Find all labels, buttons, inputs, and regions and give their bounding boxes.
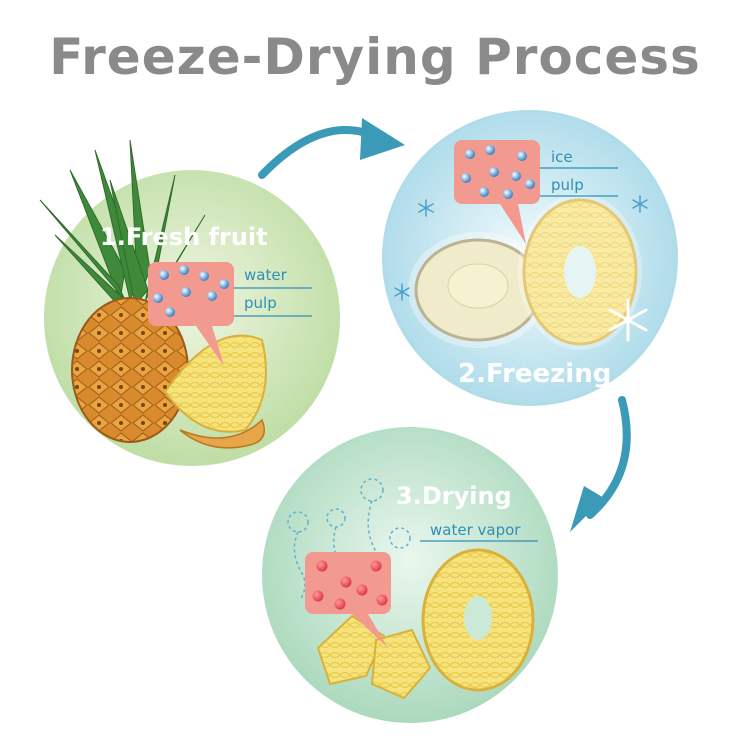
water-pulp-box-pointer: [196, 326, 224, 366]
stage-3-label: 3.Drying: [396, 482, 512, 510]
stage-2-freezing: ice pulp 2.Freezing: [382, 110, 678, 406]
annotation-ice: ice: [551, 148, 573, 166]
ring-hole: [564, 246, 596, 298]
annotation-water: water: [244, 266, 288, 284]
annotation-pulp: pulp: [244, 294, 277, 312]
ice-molecules: [461, 145, 535, 199]
frozen-slice-core: [447, 263, 509, 309]
annotation-pulp: pulp: [551, 176, 584, 194]
ice-pulp-box-pointer: [500, 204, 526, 244]
arrow-1-to-2: [258, 126, 376, 179]
annotation-water-vapor: water vapor: [430, 521, 521, 539]
page-title: Freeze-Drying Process: [49, 28, 701, 86]
snowflake-icon: [608, 298, 648, 342]
frost-layer: [518, 194, 642, 350]
dried-piece: [370, 628, 432, 700]
stage-1-fresh-fruit: water pulp 1.Fresh fruit: [39, 139, 340, 466]
vapor-box-pointer: [352, 614, 388, 648]
stage-3-drying: water vapor 3.Drying: [262, 427, 558, 723]
arrow-2-to-3: [586, 396, 631, 519]
ring-hole: [464, 596, 492, 640]
frost-layer: [408, 232, 548, 348]
small-snowflake-icon: [394, 195, 648, 301]
arrow-1-head: [360, 118, 405, 160]
pineapple-slice-edge: [179, 418, 265, 449]
water-molecules: [153, 265, 229, 317]
stage-2-label: 2.Freezing: [458, 359, 611, 389]
arrow-2-head: [570, 486, 604, 532]
pineapple-slice-icon: [163, 334, 267, 433]
stage-1-label: 1.Fresh fruit: [100, 223, 268, 251]
remaining-molecules: [312, 560, 388, 610]
